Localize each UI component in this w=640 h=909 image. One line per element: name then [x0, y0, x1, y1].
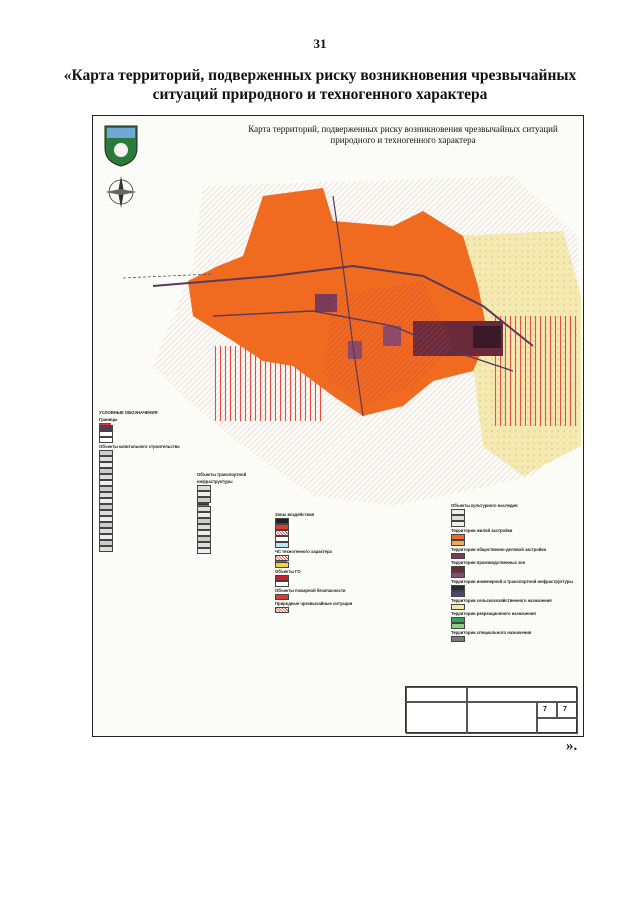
- legend-main-heading: УСЛОВНЫЕ ОБОЗНАЧЕНИЯ: [99, 410, 158, 415]
- legend-section-heading: Объекты культурного наследия: [451, 503, 518, 508]
- legend-section-heading: Границы: [99, 417, 118, 422]
- legend-column-1: УСЛОВНЫЕ ОБОЗНАЧЕНИЯ Границы Объекты кап…: [99, 409, 195, 552]
- compass-rose-icon: [103, 174, 139, 210]
- legend-section-heading: Территории сельскохозяйственного назначе…: [451, 598, 552, 603]
- legend-section-heading: Территории общественно-деловой застройки: [451, 547, 547, 552]
- legend-section-heading: Территории инженерной и транспортной инф…: [451, 579, 573, 584]
- legend-section-heading: Территории специального назначения: [451, 630, 532, 635]
- page-number: 31: [313, 36, 327, 51]
- map-title: Карта территорий, подверженных риску воз…: [248, 124, 558, 145]
- legend-section-heading: ЧС техногенного характера: [275, 549, 332, 554]
- legend-section-heading: Объекты капитального строительства: [99, 444, 180, 449]
- legend-section-heading: Объекты транспортной инфраструктуры: [197, 472, 247, 484]
- legend-column-4: Объекты культурного наследия Территории …: [451, 502, 579, 642]
- title-block-stamp: 7 7: [405, 686, 578, 734]
- legend-column-2: Объекты транспортной инфраструктуры: [197, 471, 271, 554]
- map-drawing: [122, 176, 581, 506]
- closing-quote: ».: [566, 738, 578, 754]
- legend-section-heading: Территории жилой застройки: [451, 528, 513, 533]
- legend-column-3: Зоны воздействия ЧС техногенного характе…: [275, 511, 400, 613]
- legend-section-heading: Территории производственных зон: [451, 560, 526, 565]
- legend-section-heading: Объекты ГО: [275, 569, 301, 574]
- legend-section-heading: Территории рекреационного назначения: [451, 611, 536, 616]
- document-title: «Карта территорий, подверженных риску во…: [63, 67, 577, 103]
- legend-section-heading: Объекты пожарной безопасности: [275, 588, 346, 593]
- main-road: [152, 264, 534, 347]
- map-sheet: Карта территорий, подверженных риску воз…: [92, 115, 584, 737]
- risk-zone-right: [493, 316, 578, 426]
- sheet-number: 7: [543, 706, 547, 713]
- legend-section-heading: Природные чрезвычайные ситуации: [275, 601, 353, 606]
- sheets-total: 7: [563, 706, 567, 713]
- coat-of-arms-icon: [101, 122, 141, 168]
- legend-section-heading: Зоны воздействия: [275, 512, 315, 517]
